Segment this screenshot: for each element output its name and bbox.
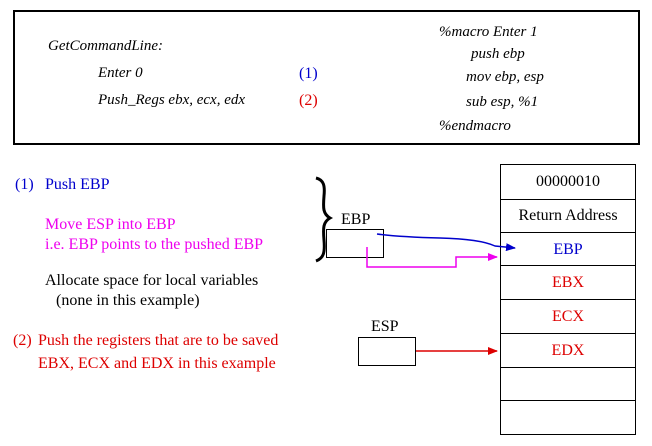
move-esp-line1: Move ESP into EBP: [45, 216, 176, 233]
stack-cell-empty-2: [501, 400, 635, 434]
stack-cell-empty-1: [501, 367, 635, 400]
ebp-label: EBP: [341, 211, 371, 228]
stack-cell-edx: EDX: [501, 333, 635, 367]
move-esp-line2: i.e. EBP points to the pushed EBP: [45, 236, 264, 253]
step1-number: (1): [15, 176, 34, 193]
stack-cell-ecx: ECX: [501, 299, 635, 333]
macro-line-4: sub esp, %1: [466, 94, 539, 110]
step2-number: (2): [13, 332, 32, 349]
code-panel: GetCommandLine: Enter 0 Push_Regs ebx, e…: [13, 10, 640, 145]
stack-frame: 00000010 Return Address EBP EBX ECX EDX: [500, 164, 636, 435]
esp-label: ESP: [371, 318, 399, 335]
macro-line-3: mov ebp, esp: [466, 69, 544, 85]
macro-line-1: %macro Enter 1: [439, 24, 538, 40]
macro-line-2: push ebp: [471, 46, 525, 62]
stack-cell-0: 00000010: [536, 173, 600, 190]
label-getcommandline: GetCommandLine:: [48, 38, 163, 54]
ebp-register-box: [326, 229, 384, 258]
alloc-line1: Allocate space for local variables: [45, 272, 259, 289]
step2-line2: EBX, ECX and EDX in this example: [38, 355, 276, 372]
step1-text: Push EBP: [45, 176, 110, 193]
esp-register-box: [358, 337, 416, 366]
line-push-regs: Push_Regs ebx, ecx, edx: [98, 92, 246, 108]
esp-to-ebp-arrow: [366, 247, 498, 268]
step2-line1: Push the registers that are to be saved: [38, 332, 279, 349]
line-enter: Enter 0: [98, 65, 143, 81]
stack-cell-ebp: EBP: [501, 232, 635, 265]
stack-cell-ebx: EBX: [501, 265, 635, 299]
marker-1: (1): [299, 65, 318, 82]
stack-cell-return-address: Return Address: [501, 199, 635, 232]
macro-line-5: %endmacro: [439, 118, 511, 134]
alloc-line2: (none in this example): [56, 292, 200, 309]
ebp-to-stack-arrow: [376, 233, 516, 252]
marker-2: (2): [299, 92, 318, 109]
